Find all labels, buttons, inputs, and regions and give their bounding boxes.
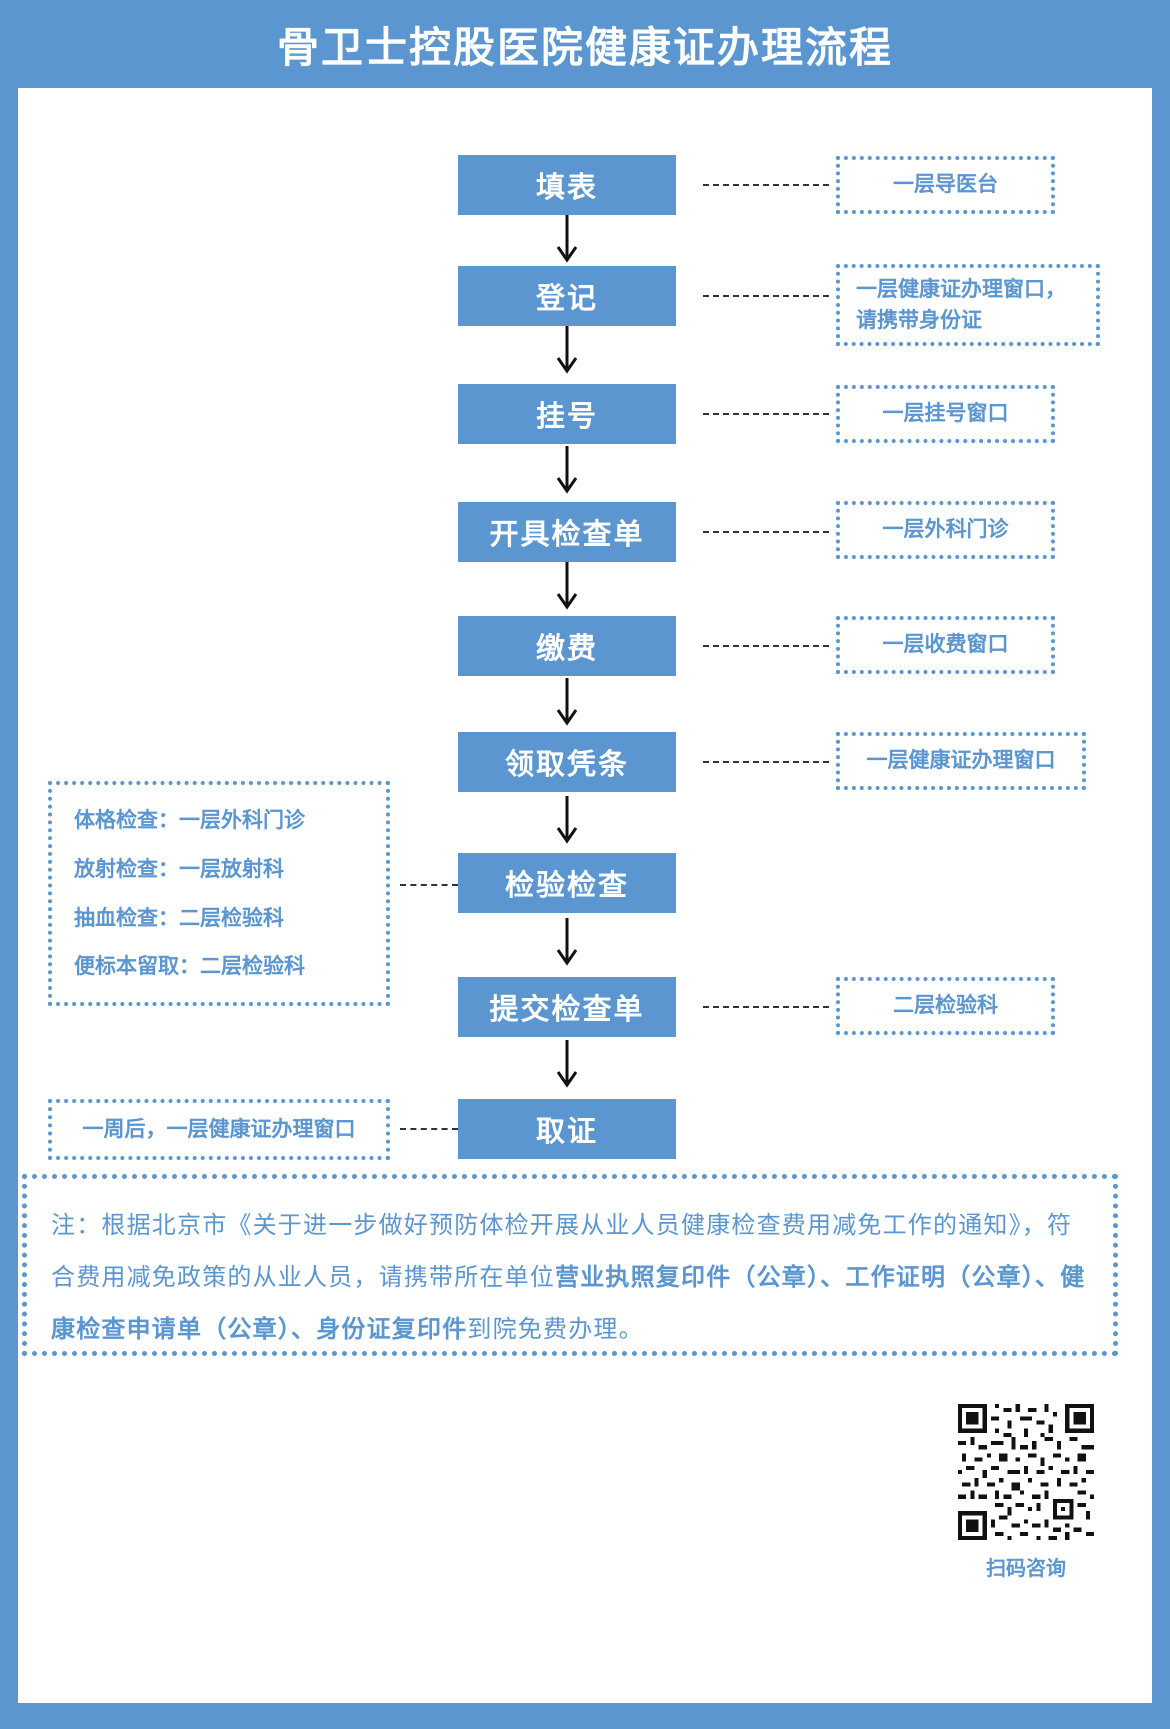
arrow-down-icon — [556, 678, 578, 726]
note-text: 放射检查：一层放射科 — [74, 856, 284, 881]
location-note: 一层健康证办理窗口， 请携带身份证 — [836, 264, 1100, 346]
location-note: 一层健康证办理窗口 — [836, 732, 1086, 790]
arrow-down-icon — [556, 796, 578, 844]
page-title: 骨卫士控股医院健康证办理流程 — [276, 22, 893, 72]
qr-label: 扫码咨询 — [986, 1556, 1066, 1580]
step-submit-exam-form: 提交检查单 — [458, 977, 676, 1037]
location-note: 一层外科门诊 — [836, 501, 1055, 559]
note-text: 二层检验科 — [893, 993, 998, 1018]
footnote-text: 注：根据北京市《关于进一步做好预防体检开展从业人员健康检查费用减免工作的通知》，… — [51, 1211, 1073, 1291]
location-note: 一层导医台 — [836, 156, 1055, 214]
note-text: 一层收费窗口 — [882, 632, 1009, 657]
connector-line — [703, 295, 829, 297]
note-text: 一层导医台 — [893, 172, 998, 197]
step-fill-form: 填表 — [458, 155, 676, 215]
note-text: 一层挂号窗口 — [882, 401, 1009, 426]
step-collect-receipt: 领取凭条 — [458, 732, 676, 792]
location-note: 一周后，一层健康证办理窗口 — [48, 1099, 390, 1160]
step-examination: 检验检查 — [458, 853, 676, 913]
arrow-down-icon — [556, 918, 578, 966]
note-text: 便标本留取：二层检验科 — [74, 954, 305, 979]
step-collect-certificate: 取证 — [458, 1099, 676, 1159]
note-text: 一周后，一层健康证办理窗口 — [82, 1116, 356, 1141]
location-note: 二层检验科 — [836, 977, 1055, 1035]
location-note: 一层收费窗口 — [836, 616, 1055, 674]
note-text: 抽血检查：二层检验科 — [74, 905, 284, 930]
arrow-down-icon — [556, 215, 578, 263]
connector-line — [703, 761, 829, 763]
qr-code-icon[interactable] — [958, 1404, 1094, 1540]
connector-line — [400, 1128, 458, 1130]
note-text: 体格检查：一层外科门诊 — [74, 807, 305, 832]
arrow-down-icon — [556, 326, 578, 374]
connector-line — [703, 1006, 829, 1008]
arrow-down-icon — [556, 1040, 578, 1088]
connector-line — [400, 884, 458, 886]
connector-line — [703, 531, 829, 533]
policy-footnote: 注：根据北京市《关于进一步做好预防体检开展从业人员健康检查费用减免工作的通知》，… — [22, 1174, 1118, 1356]
note-text: 请携带身份证 — [856, 308, 982, 332]
step-register: 登记 — [458, 266, 676, 326]
connector-line — [703, 184, 829, 186]
note-text: 一层健康证办理窗口 — [866, 748, 1056, 773]
note-text: 一层外科门诊 — [882, 517, 1009, 542]
connector-line — [703, 645, 829, 647]
footnote-text: 到院免费办理。 — [467, 1315, 644, 1343]
note-text: 一层健康证办理窗口， — [856, 276, 1066, 301]
footnote-bold-text: 营业执照复印件（公章）、工作证明（公章）、健康检查申请单（公章）、身份证复印件 — [51, 1263, 1086, 1343]
connector-line — [703, 413, 829, 415]
arrow-down-icon — [556, 562, 578, 610]
step-registration-ticket: 挂号 — [458, 384, 676, 444]
location-note: 一层挂号窗口 — [836, 385, 1055, 443]
step-payment: 缴费 — [458, 616, 676, 676]
arrow-down-icon — [556, 446, 578, 494]
step-issue-exam-form: 开具检查单 — [458, 502, 676, 562]
location-note: 体格检查：一层外科门诊 放射检查：一层放射科 抽血检查：二层检验科 便标本留取：… — [48, 781, 390, 1006]
